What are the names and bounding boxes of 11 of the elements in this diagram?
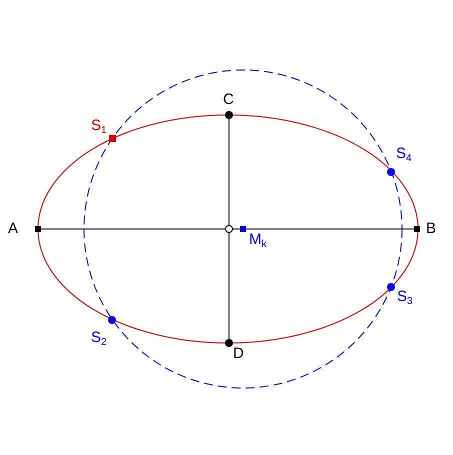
line-segment — [40, 228, 414, 230]
point-label: C — [223, 92, 234, 108]
point-label: S$_{4}$ — [396, 146, 412, 162]
point-label: M$_{k}$ — [249, 232, 266, 248]
point-label: S$_{2}$ — [91, 330, 107, 346]
point-label: D — [233, 346, 244, 362]
point-label: A — [8, 221, 18, 237]
line-segment — [228, 118, 230, 340]
point-label: S$_{1}$ — [91, 118, 107, 134]
point-label: S$_{3}$ — [397, 289, 413, 305]
point-label: B — [426, 221, 436, 237]
